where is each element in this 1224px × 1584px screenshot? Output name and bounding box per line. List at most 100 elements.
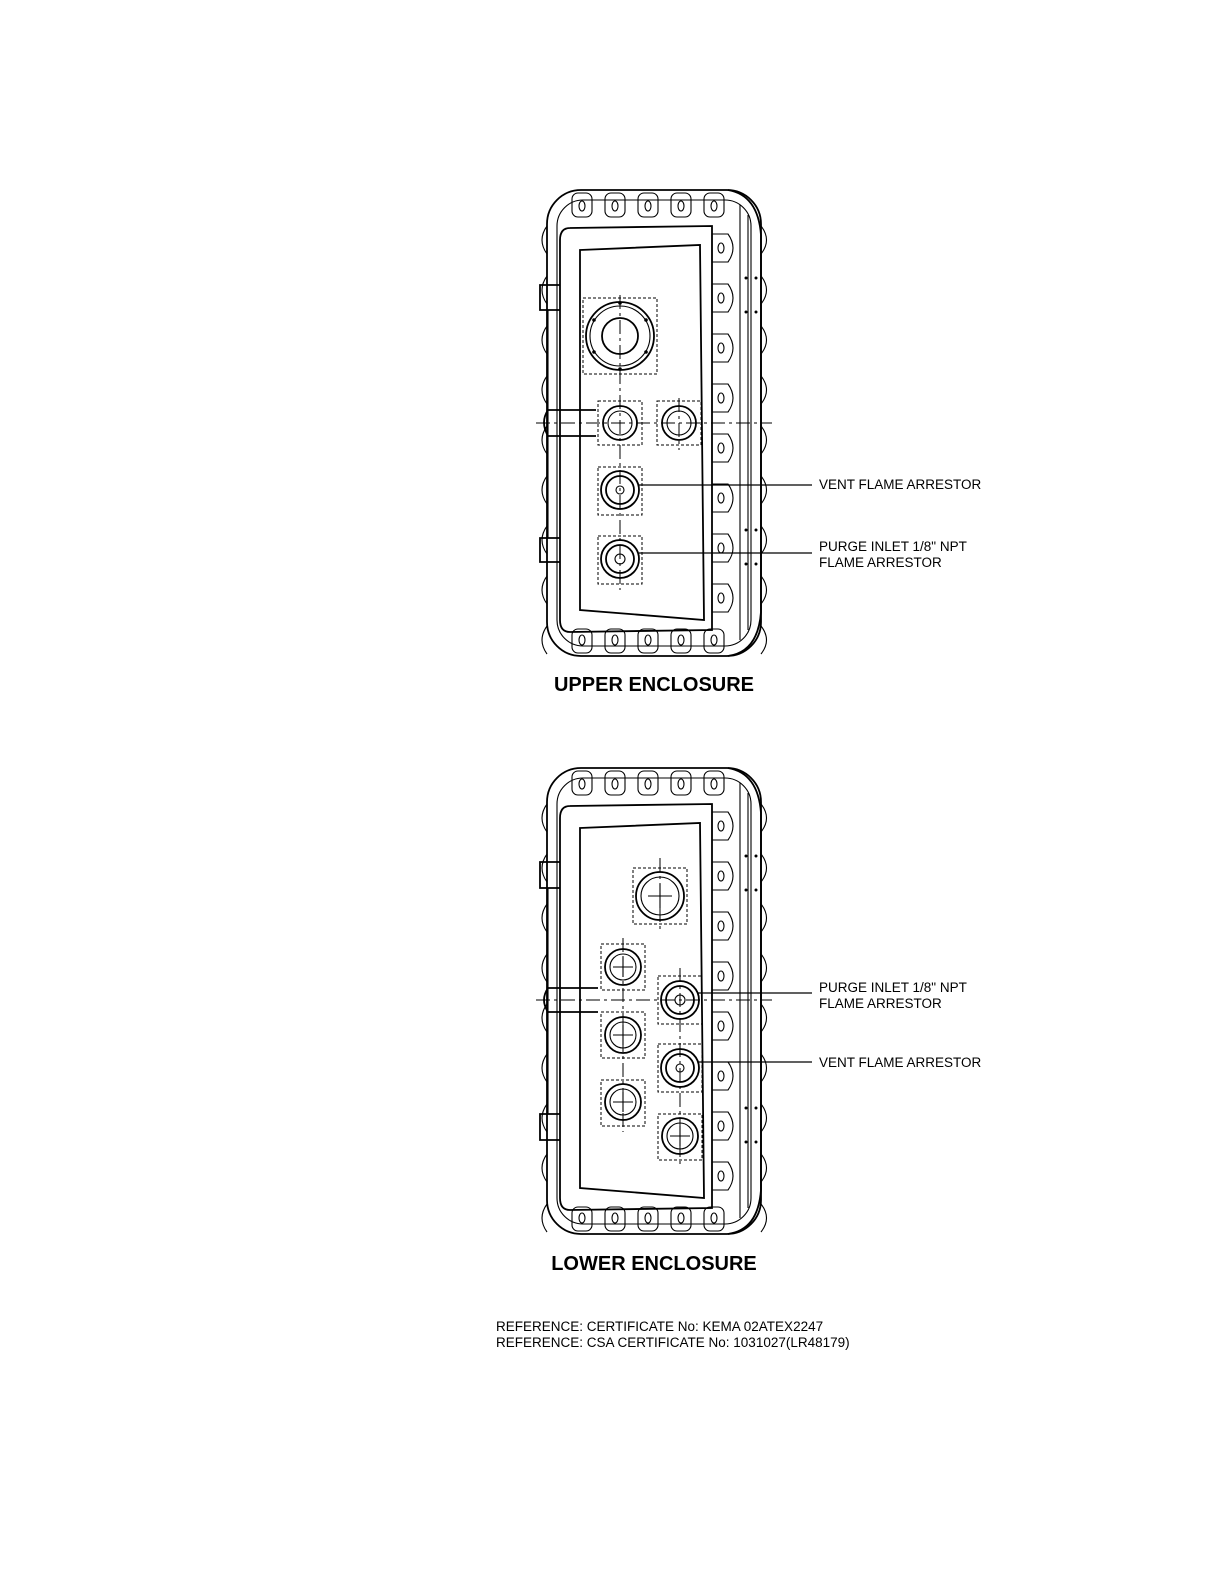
upper-purge-callout-line1: PURGE INLET 1/8" NPT: [819, 539, 967, 554]
top-bolt-hole: [579, 779, 585, 789]
right-flange-tab: [712, 962, 733, 990]
top-bolt-lug: [572, 771, 592, 795]
top-bolt-lug: [572, 193, 592, 217]
lower-enclosure-body: [540, 768, 767, 1234]
top-bolt-lug: [704, 193, 724, 217]
right-flange-tab: [712, 862, 733, 890]
bottom-bolt-lug: [704, 1207, 724, 1231]
references-block: REFERENCE: CERTIFICATE No: KEMA 02ATEX22…: [496, 1319, 850, 1350]
right-flange-tab: [712, 912, 733, 940]
top-bolt-hole: [645, 779, 651, 789]
bottom-bolt-hole: [678, 1213, 684, 1223]
right-flange-hole: [718, 493, 724, 503]
top-bolt-hole: [678, 201, 684, 211]
flange-dot: [755, 529, 758, 532]
bottom-bolt-hole: [711, 635, 717, 645]
flange-dot: [755, 563, 758, 566]
flange-dot: [755, 855, 758, 858]
right-flange-hole: [718, 543, 724, 553]
bottom-bolt-lug: [704, 629, 724, 653]
top-bolt-lug: [671, 193, 691, 217]
right-flange-hole: [718, 821, 724, 831]
bottom-bolt-hole: [579, 635, 585, 645]
flange-dot: [755, 311, 758, 314]
top-bolt-lug: [638, 193, 658, 217]
bottom-bolt-hole: [612, 1213, 618, 1223]
right-flange-tab: [712, 534, 733, 562]
upper-vent-callout: VENT FLAME ARRESTOR: [819, 477, 982, 492]
top-bolt-lug: [638, 771, 658, 795]
lower-purge-callout-line2: FLAME ARRESTOR: [819, 996, 942, 1011]
flange-dot: [755, 1141, 758, 1144]
flange-dot: [755, 1107, 758, 1110]
flange-dot: [745, 563, 748, 566]
top-bolt-hole: [711, 779, 717, 789]
right-flange-hole: [718, 593, 724, 603]
bottom-bolt-lug: [605, 1207, 625, 1231]
top-bolt-hole: [645, 201, 651, 211]
right-flange-tab: [712, 234, 733, 262]
lower-purge-callout-line1: PURGE INLET 1/8" NPT: [819, 980, 967, 995]
right-flange-hole: [718, 971, 724, 981]
right-flange-tab: [712, 1062, 733, 1090]
right-bolt-bump: [761, 1204, 767, 1232]
flange-dot: [745, 889, 748, 892]
right-bolt-bump: [761, 626, 767, 654]
bottom-bolt-lug: [638, 1207, 658, 1231]
top-bolt-lug: [605, 771, 625, 795]
flange-dot: [745, 311, 748, 314]
upper-enclosure-drawing: VENT FLAME ARRESTOR PURGE INLET 1/8" NPT…: [536, 190, 982, 696]
lower-vent-callout: VENT FLAME ARRESTOR: [819, 1055, 982, 1070]
bottom-bolt-hole: [645, 1213, 651, 1223]
top-bolt-lug: [704, 771, 724, 795]
right-flange-tab: [712, 384, 733, 412]
bottom-bolt-lug: [638, 629, 658, 653]
flange-dot: [755, 889, 758, 892]
right-flange-hole: [718, 1171, 724, 1181]
top-bolt-hole: [612, 779, 618, 789]
upper-enclosure-title: UPPER ENCLOSURE: [554, 674, 754, 696]
right-flange-tab: [712, 1112, 733, 1140]
left-bolt-bump: [542, 1204, 547, 1232]
bottom-bolt-lug: [671, 1207, 691, 1231]
right-flange-tab: [712, 434, 733, 462]
bottom-bolt-lug: [605, 629, 625, 653]
right-flange-hole: [718, 293, 724, 303]
upper-purge-callout-line2: FLAME ARRESTOR: [819, 555, 942, 570]
left-bolt-bump: [542, 626, 547, 654]
top-bolt-lug: [671, 771, 691, 795]
top-bolt-hole: [678, 779, 684, 789]
right-flange-hole: [718, 393, 724, 403]
right-flange-hole: [718, 1021, 724, 1031]
right-flange-tab: [712, 484, 733, 512]
bottom-bolt-hole: [711, 1213, 717, 1223]
right-flange-hole: [718, 1121, 724, 1131]
right-flange-tab: [712, 284, 733, 312]
top-bolt-hole: [579, 201, 585, 211]
right-flange-tab: [712, 812, 733, 840]
right-flange-tab: [712, 584, 733, 612]
reference-line-1: REFERENCE: CERTIFICATE No: KEMA 02ATEX22…: [496, 1319, 823, 1334]
top-bolt-hole: [612, 201, 618, 211]
right-flange-hole: [718, 921, 724, 931]
right-flange-hole: [718, 343, 724, 353]
flange-dot: [745, 529, 748, 532]
right-flange-hole: [718, 243, 724, 253]
flange-dot: [745, 855, 748, 858]
bottom-bolt-hole: [645, 635, 651, 645]
flange-dot: [745, 1141, 748, 1144]
upper-large-port: [583, 298, 657, 374]
right-flange-hole: [718, 871, 724, 881]
bottom-bolt-hole: [579, 1213, 585, 1223]
reference-line-2: REFERENCE: CSA CERTIFICATE No: 1031027(L…: [496, 1335, 850, 1350]
flange-dot: [745, 277, 748, 280]
right-flange-tab: [712, 334, 733, 362]
flange-dot: [755, 277, 758, 280]
right-flange-hole: [718, 443, 724, 453]
top-bolt-lug: [605, 193, 625, 217]
flange-dot: [745, 1107, 748, 1110]
bottom-bolt-hole: [678, 635, 684, 645]
right-flange-tab: [712, 1012, 733, 1040]
right-flange-hole: [718, 1071, 724, 1081]
